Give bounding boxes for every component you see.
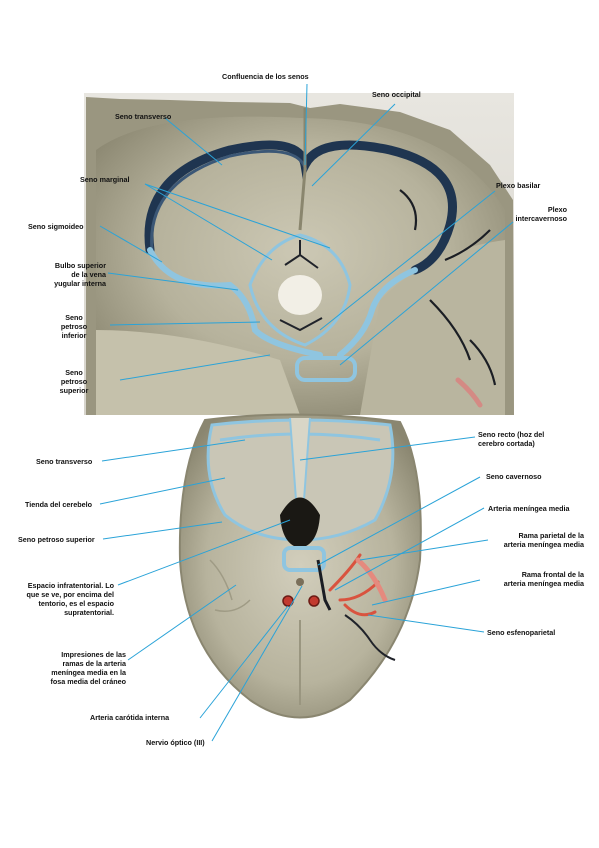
leader-marginal-1: [144, 183, 273, 261]
leader-rama-frontal: [371, 579, 481, 606]
label-confluencia-senos: Confluencia de los senos: [222, 72, 309, 81]
leader-petroso-inf: [109, 321, 261, 326]
leader-intercavernoso: [339, 221, 514, 366]
bottom-leader-lines: [99, 436, 489, 742]
leader-recto: [299, 436, 476, 461]
label-impresiones-ramas: Impresiones de las ramas de la arteria m…: [50, 650, 127, 686]
top-leader-lines: [99, 83, 514, 381]
label-seno-cavernoso: Seno cavernoso: [486, 472, 542, 481]
label-seno-marginal: Seno marginal: [80, 175, 130, 184]
leader-carotida: [199, 605, 289, 719]
label-seno-esfenoparietal: Seno esfenoparietal: [487, 628, 556, 637]
leader-petroso-sup: [119, 354, 271, 381]
label-espacio-infratentorial: Espacio infratentorial. Lo que se ve, po…: [26, 581, 114, 617]
label-plexo-intercavernoso: Plexo intercavernoso: [515, 205, 567, 223]
label-arteria-carotida-interna: Arteria carótida interna: [90, 713, 170, 722]
label-seno-transverso-top: Seno transverso: [115, 112, 172, 121]
label-seno-sigmoideo: Seno sigmoideo: [28, 222, 84, 231]
leader-transverso-bot: [101, 439, 246, 462]
label-seno-petroso-inferior: Seno petroso inferior: [60, 313, 88, 340]
leader-esfenoparietal: [367, 614, 485, 633]
leader-optico: [211, 585, 303, 742]
leader-marginal-2: [144, 183, 331, 249]
label-seno-petroso-superior-bot: Seno petroso superior: [18, 535, 95, 544]
leader-impresiones: [127, 584, 237, 661]
bottom-photo: [124, 413, 476, 731]
label-plexo-basilar: Plexo basilar: [496, 181, 541, 190]
leader-espacio: [117, 519, 291, 586]
label-seno-recto: Seno recto (hoz del cerebro cortada): [478, 430, 545, 448]
label-nervio-optico: Nervio óptico (III): [146, 738, 205, 747]
label-tienda-cerebelo: Tienda del cerebelo: [25, 500, 92, 509]
top-photo: [84, 93, 514, 415]
leader-meningea-media: [334, 507, 485, 591]
leader-sigmoideo: [99, 225, 163, 263]
leader-bulbo: [107, 272, 239, 291]
label-arteria-meningea-media: Arteria meníngea media: [488, 504, 570, 513]
label-bulbo-yugular: Bulbo superior de la vena yugular intern…: [54, 261, 106, 288]
leader-occipital: [311, 103, 396, 187]
label-seno-petroso-superior-top: Seno petroso superior: [59, 368, 89, 395]
label-seno-occipital: Seno occipital: [372, 90, 421, 99]
label-seno-transverso-bot: Seno transverso: [36, 457, 93, 466]
leader-tienda: [99, 477, 226, 505]
leader-transverso-top: [164, 117, 223, 166]
label-rama-frontal: Rama frontal de la arteria meníngea medi…: [503, 570, 584, 588]
leader-cavernoso: [317, 476, 481, 566]
leader-rama-parietal: [359, 539, 489, 561]
leader-confluencia: [304, 83, 308, 166]
leader-petroso-sup-bot: [102, 521, 223, 540]
label-rama-parietal: Rama parietal de la arteria meníngea med…: [503, 531, 584, 549]
leader-basilar: [319, 190, 496, 331]
